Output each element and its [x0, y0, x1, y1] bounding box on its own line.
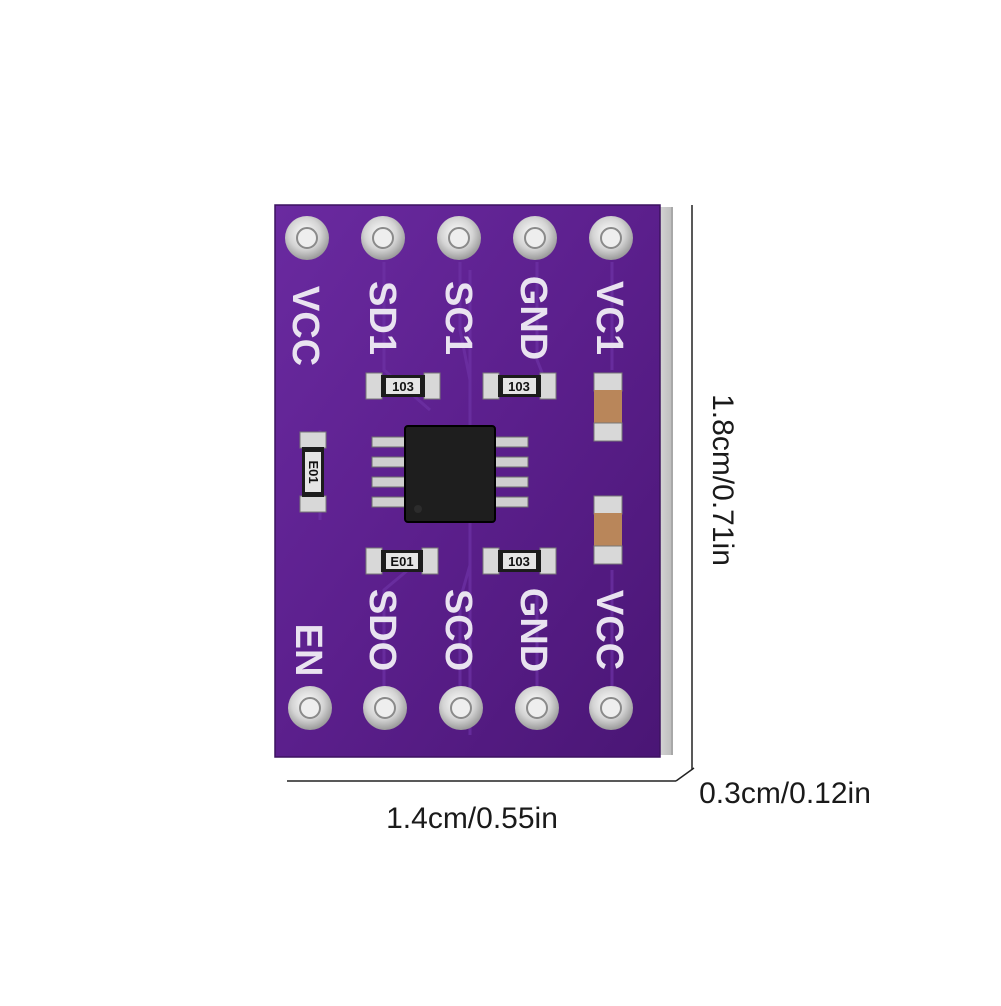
bottom-pin-label-2: SDO — [361, 589, 403, 671]
top-pin-label-3: SC1 — [437, 281, 479, 355]
resistor-bottom-right: 103 — [482, 547, 557, 575]
capacitor-bottom — [593, 495, 623, 565]
pin-pad — [285, 216, 329, 260]
resistor-bottom-left: E01 — [365, 547, 439, 575]
resistor-code: 103 — [392, 379, 414, 394]
width-dimension-label: 1.4cm/0.55in — [386, 802, 558, 835]
pin-pad — [589, 216, 633, 260]
pin-pad — [437, 216, 481, 260]
resistor-code: 103 — [508, 379, 530, 394]
bottom-pin-row — [288, 686, 633, 730]
pin-pad — [589, 686, 633, 730]
resistor-code: E01 — [306, 460, 321, 483]
bottom-pin-label-5: VCC — [588, 590, 630, 670]
pin-pad — [363, 686, 407, 730]
top-pin-label-5: VC1 — [588, 281, 630, 355]
pin-pad — [439, 686, 483, 730]
bottom-pin-label-3: SCO — [437, 589, 479, 671]
pin-pad — [361, 216, 405, 260]
capacitor-top — [593, 372, 623, 442]
top-pin-label-4: GND — [512, 276, 554, 360]
pin-pad — [515, 686, 559, 730]
top-pin-row — [285, 216, 633, 260]
pin-pad — [288, 686, 332, 730]
top-pin-label-1: VCC — [284, 286, 326, 366]
height-dimension-label: 1.8cm/0.71in — [706, 394, 739, 566]
ic-chip — [371, 425, 529, 523]
dimension-line-thickness — [675, 767, 695, 782]
top-pin-label-2: SD1 — [361, 281, 403, 355]
bottom-pin-label-1: EN — [287, 624, 329, 677]
bottom-pin-label-4: GND — [512, 588, 554, 672]
resistor-code: E01 — [390, 554, 413, 569]
pin-pad — [513, 216, 557, 260]
resistor-code: 103 — [508, 554, 530, 569]
resistor-top-right: 103 — [482, 372, 557, 400]
thickness-dimension-label: 0.3cm/0.12in — [699, 777, 871, 810]
resistor-top-left: 103 — [365, 372, 441, 400]
resistor-left: E01 — [299, 431, 327, 513]
